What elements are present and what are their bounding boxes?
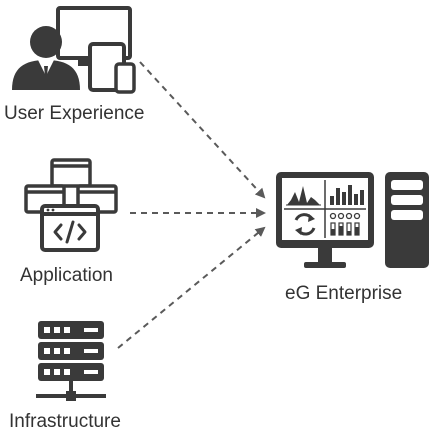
application-label: Application [20, 265, 113, 286]
arrow-user-to-eg [139, 61, 266, 199]
monitoring-workstation-icon [276, 172, 429, 268]
user-experience-label: User Experience [4, 103, 145, 124]
user-devices-icon [12, 6, 136, 94]
arrow-infra-to-eg [117, 226, 266, 349]
server-rack-icon [36, 321, 106, 401]
eg-enterprise-label: eG Enterprise [285, 283, 403, 304]
application-windows-icon [24, 158, 118, 252]
infrastructure-label: Infrastructure [9, 411, 121, 432]
